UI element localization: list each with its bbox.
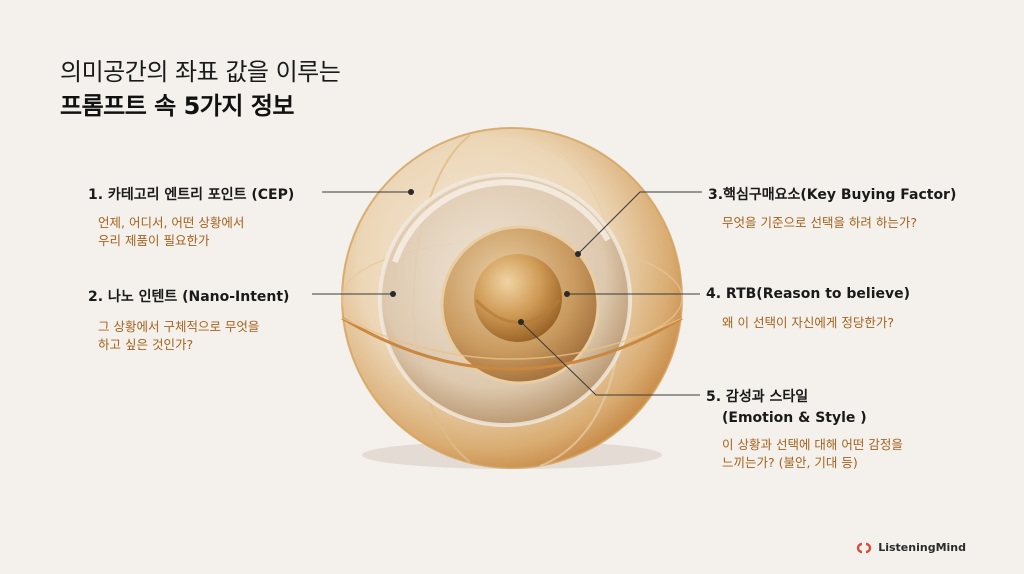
anchor-dot-1	[408, 189, 414, 195]
item-2-desc-line-1: 그 상황에서 구체적으로 무엇을	[98, 319, 260, 334]
item-5-emotion-style: 5. 감성과 스타일 (Emotion & Style ) 이 상황과 선택에 …	[706, 386, 903, 472]
anchor-dot-3	[575, 251, 581, 257]
item-1-cep: 1. 카테고리 엔트리 포인트 (CEP) 언제, 어디서, 어떤 상황에서 우…	[88, 184, 294, 250]
mid-shell-highlight	[392, 179, 611, 263]
listeningmind-logo-icon	[857, 542, 872, 553]
item-5-desc-line-1: 이 상황과 선택에 대해 어떤 감정을	[722, 437, 903, 452]
leader-line-5	[520, 321, 700, 396]
item-3-key-buying-factor: 3.핵심구매요소(Key Buying Factor) 무엇을 기준으로 선택을…	[708, 184, 956, 232]
item-5-heading: 5. 감성과 스타일	[706, 389, 809, 405]
item-2-heading: 2. 나노 인텐트 (Nano-Intent)	[88, 289, 290, 305]
item-1-desc-line-1: 언제, 어디서, 어떤 상황에서	[98, 215, 245, 230]
core-sphere	[474, 254, 562, 342]
item-2-desc-line-2: 하고 싶은 것인가?	[98, 337, 194, 352]
item-4-heading: 4. RTB(Reason to believe)	[706, 286, 911, 302]
title-line-1: 의미공간의 좌표 값을 이루는	[60, 58, 341, 86]
mid-shell-rim	[378, 173, 632, 427]
item-5-heading-line-2: (Emotion & Style )	[722, 410, 867, 426]
brand-logo: ListeningMind	[856, 541, 966, 554]
anchor-dot-2	[390, 291, 396, 297]
title-line-2: 프롬프트 속 5가지 정보	[60, 92, 295, 120]
leader-line-3	[577, 191, 702, 255]
item-5-desc-line-2: 느끼는가? (불안, 기대 등)	[722, 455, 858, 470]
anchor-dot-5	[518, 319, 524, 325]
inner-shell-rim	[440, 225, 600, 385]
equator-ring-front	[341, 316, 683, 371]
item-4-desc-line-1: 왜 이 선택이 자신에게 정당한가?	[722, 315, 895, 330]
item-4-rtb: 4. RTB(Reason to believe) 왜 이 선택이 자신에게 정…	[706, 286, 910, 332]
brand-name: ListeningMind	[878, 541, 966, 554]
item-3-heading: 3.핵심구매요소(Key Buying Factor)	[708, 187, 957, 203]
item-1-heading: 1. 카테고리 엔트리 포인트 (CEP)	[88, 187, 295, 203]
equator-ring-front-highlight	[341, 317, 683, 360]
item-1-desc-line-2: 우리 제품이 필요한가	[98, 233, 210, 248]
item-3-desc-line-1: 무엇을 기준으로 선택을 하려 하는가?	[722, 215, 918, 230]
item-2-nano-intent: 2. 나노 인텐트 (Nano-Intent) 그 상황에서 구체적으로 무엇을…	[88, 286, 289, 354]
anchor-dot-4	[564, 291, 570, 297]
